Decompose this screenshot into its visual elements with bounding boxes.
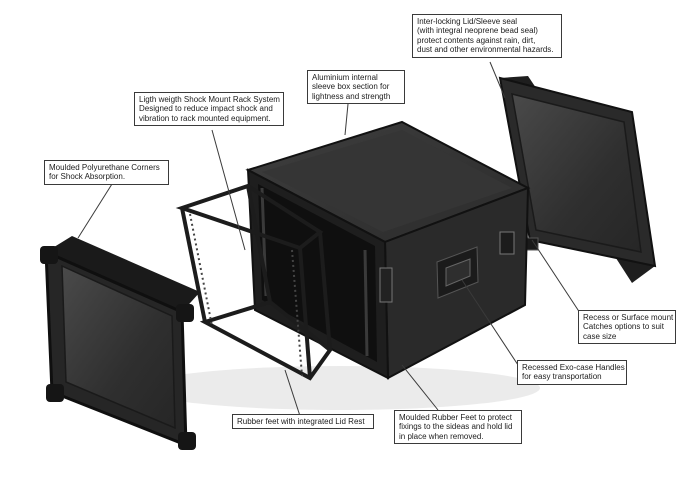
- callout-corners: Moulded Polyurethane Corners for Shock A…: [44, 160, 169, 185]
- callout-catches: Recess or Surface mount Catches options …: [578, 310, 676, 345]
- callout-lid-seal: Inter-locking Lid/Sleeve seal (with inte…: [412, 14, 562, 58]
- callout-rubber-feet: Moulded Rubber Feet to protect fixings t…: [394, 410, 522, 445]
- callout-handles: Recessed Exo-case Handles for easy trans…: [517, 360, 627, 385]
- left-lid: [40, 236, 200, 450]
- case-body: [245, 120, 531, 380]
- callout-shock-rack: Ligth weigth Shock Mount Rack System Des…: [134, 92, 284, 127]
- leader-lines: [77, 61, 583, 417]
- ground-shadow: [140, 366, 540, 410]
- callout-sleeve: Aluminium internal sleeve box section fo…: [307, 70, 405, 105]
- shock-mount-rack: [175, 183, 333, 381]
- callout-rubber-feet-lid: Rubber feet with integrated Lid Rest: [232, 414, 374, 430]
